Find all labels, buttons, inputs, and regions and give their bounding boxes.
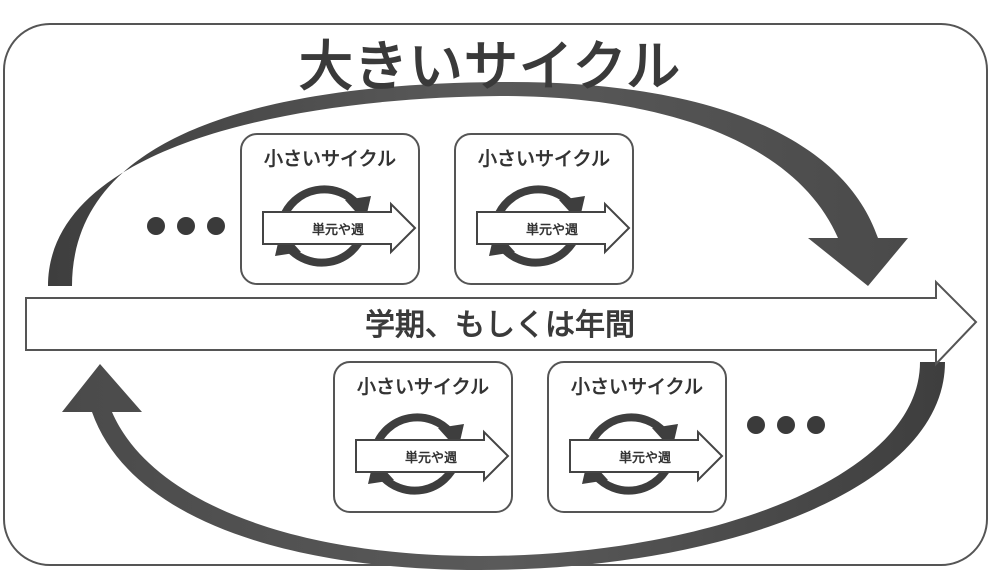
cycle-3-arc-top (372, 413, 453, 448)
ellipsis-right (747, 416, 825, 434)
cycle-3-inner-arrow (355, 429, 510, 483)
cycle-2-title: 小さいサイクル (477, 148, 611, 170)
ellipsis-left (147, 217, 225, 235)
cycle-3-inner-label: 単元や週 (404, 451, 457, 466)
cycle-3-title: 小さいサイクル (356, 376, 490, 398)
cycle-2-arc-top (493, 185, 574, 220)
diagram-title: 大きいサイクル (298, 35, 682, 98)
cycle-2-inner-arrow (476, 201, 631, 255)
cycle-4-inner-arrow (569, 429, 724, 483)
cycle-1-title: 小さいサイクル (263, 148, 397, 170)
cycle-1-inner-arrow (262, 201, 417, 255)
timeline-label: 学期、もしくは年間 (365, 308, 635, 343)
cycle-2-inner-label: 単元や週 (525, 223, 578, 238)
cycle-4-title: 小さいサイクル (570, 376, 704, 398)
cycle-1-inner-label: 単元や週 (311, 223, 364, 238)
timeline-arrow (25, 279, 978, 367)
cycle-4-inner-label: 単元や週 (618, 451, 671, 466)
cycle-1-arc-top (279, 185, 360, 220)
cycle-4-arc-top (586, 413, 667, 448)
